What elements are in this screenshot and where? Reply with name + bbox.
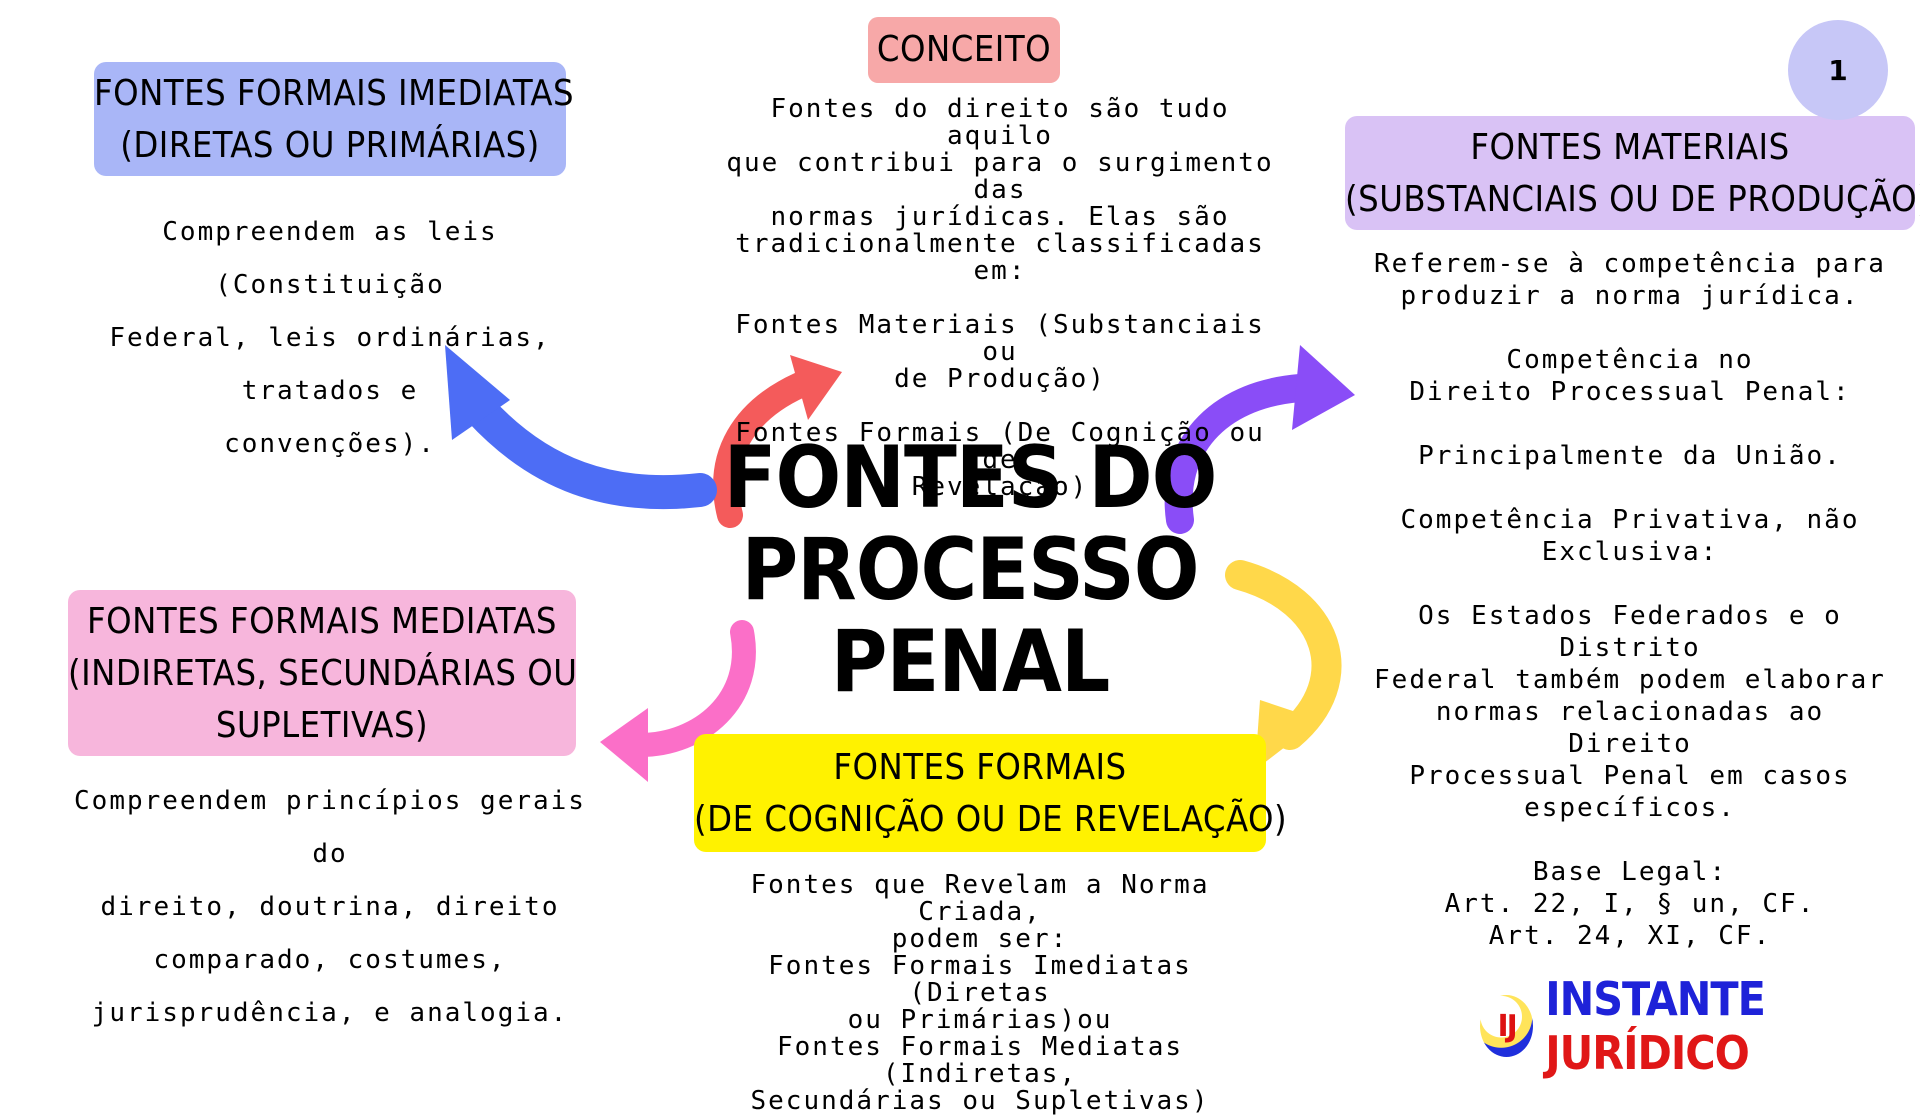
page-title: FONTES DO PROCESSO PENAL [680, 432, 1260, 708]
formais-label-line-2: (DE COGNIÇÃO OU DE REVELAÇÃO) [694, 799, 1288, 840]
materiais-text: Referem-se à competência para produzir a… [1374, 249, 1886, 951]
formais-text: Fontes que Revelam a Norma Criada, podem… [750, 870, 1210, 1116]
brand-logo-word-2: JURÍDICO [1545, 1026, 1750, 1080]
arrow-to-conceito [713, 355, 842, 528]
materiais-label-line-2: (SUBSTANCIAIS OU DE PRODUÇÃO) [1345, 179, 1920, 220]
imediatas-label: FONTES FORMAIS IMEDIATAS (DIRETAS OU PRI… [94, 62, 575, 176]
formais-label: FONTES FORMAIS (DE COGNIÇÃO OU DE REVELA… [694, 734, 1288, 852]
mediatas-text: Compreendem princípios gerais do direito… [74, 786, 586, 1028]
page-number-badge: 1 [1788, 20, 1888, 120]
formais-label-line-1: FONTES FORMAIS [833, 747, 1127, 788]
page-title-line-2: PROCESSO PENAL [741, 520, 1199, 712]
conceito-label: CONCEITO [868, 17, 1060, 83]
arrow-to-mediatas [600, 620, 756, 782]
mediatas-label-line-2: (INDIRETAS, SECUNDÁRIAS OU [68, 653, 578, 694]
conceito-text: Fontes do direito são tudo aquilo que co… [726, 94, 1274, 502]
materiais-label-line-1: FONTES MATERIAIS [1470, 127, 1790, 168]
conceito-label-text: CONCEITO [876, 29, 1052, 70]
imediatas-label-line-2: (DIRETAS OU PRIMÁRIAS) [120, 125, 540, 166]
materiais-label: FONTES MATERIAIS (SUBSTANCIAIS OU DE PRO… [1345, 116, 1920, 230]
arrow-to-imediatas [445, 345, 717, 510]
brand-logo: IJ INSTANTE JURÍDICO [1480, 972, 1920, 1080]
page-title-line-1: FONTES DO [723, 428, 1218, 528]
imediatas-label-line-1: FONTES FORMAIS IMEDIATAS [94, 73, 575, 114]
brand-logo-word-1: INSTANTE [1545, 972, 1766, 1026]
mediatas-label-line-3: SUPLETIVAS) [215, 705, 429, 746]
arrow-to-formais [1225, 560, 1342, 770]
mediatas-label: FONTES FORMAIS MEDIATAS (INDIRETAS, SECU… [68, 590, 578, 756]
arrows-layer [445, 345, 1355, 782]
brand-logo-name: INSTANTE JURÍDICO [1545, 972, 1920, 1080]
mediatas-label-line-1: FONTES FORMAIS MEDIATAS [87, 601, 557, 642]
imediatas-text: Compreendem as leis (Constituição Federa… [109, 217, 551, 459]
arrow-to-materiais [1164, 345, 1355, 534]
brand-logo-mark: IJ [1480, 995, 1534, 1057]
